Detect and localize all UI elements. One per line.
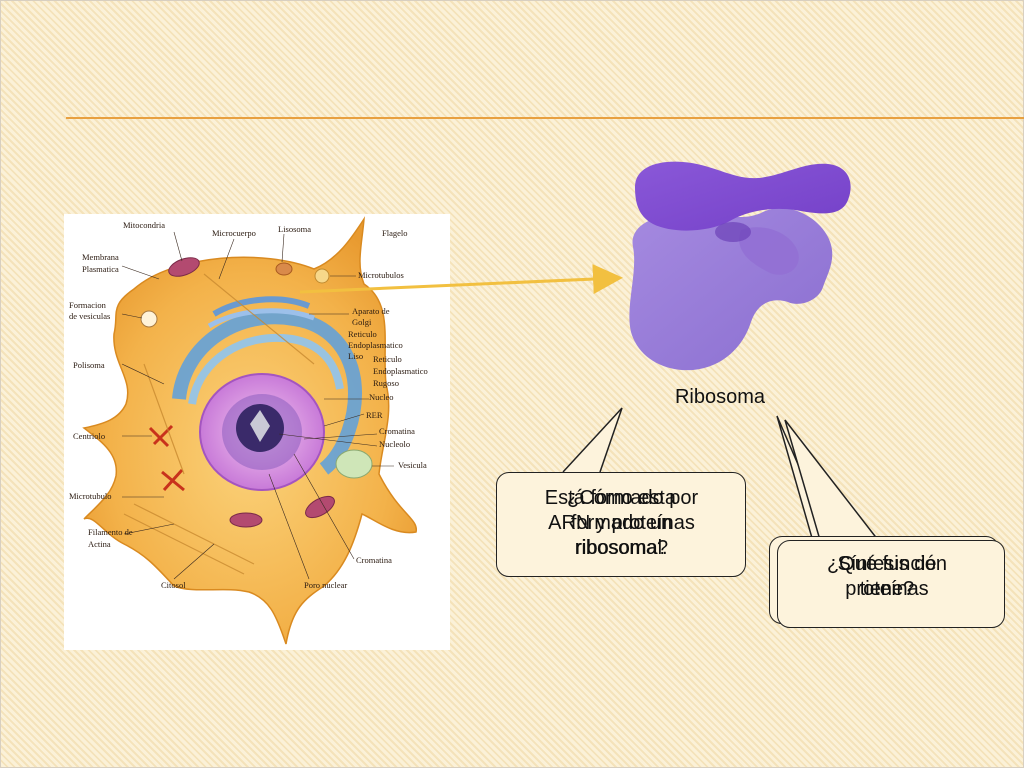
label-microtubulo: Microtubulo <box>69 491 112 501</box>
label-flagelo: Flagelo <box>382 228 408 238</box>
centriole <box>148 424 185 492</box>
label-nucleo: Nucleo <box>369 392 394 402</box>
label-filamento-de: Filamento de <box>88 527 133 537</box>
label-plasmatica: Plasmatica <box>82 264 119 274</box>
ribosome-caption: Ribosoma <box>674 386 766 408</box>
label-actina: Actina <box>88 539 111 549</box>
vesicle <box>335 449 373 479</box>
callout-composition: Está formado por ARN y proteínas ribosom… <box>496 472 747 578</box>
label-microcuerpo: Microcuerpo <box>212 228 256 238</box>
label-reticulo-2: Reticulo <box>373 354 402 364</box>
animal-cell-diagram: Mitocondria Microcuerpo Lisosoma Flagelo… <box>64 214 450 650</box>
rough-er <box>172 310 362 475</box>
label-reticulo-1: Reticulo <box>348 329 377 339</box>
label-vesicula: Vesicula <box>398 460 427 470</box>
label-polisoma: Polisoma <box>73 360 105 370</box>
label-golgi: Golgi <box>352 317 372 327</box>
title-underline <box>66 117 1024 119</box>
label-nucleolo: Nucleolo <box>379 439 410 449</box>
mitochondrion <box>168 257 200 277</box>
callout-box <box>496 472 746 577</box>
callout-answer-text: Síntesis de proteínas <box>837 553 937 600</box>
label-endoplasmatico-1: Endoplasmatico <box>348 340 403 350</box>
label-microtubulos: Microtubulos <box>358 270 404 280</box>
label-formacion: Formacion <box>69 300 107 310</box>
callout-box-front <box>777 540 1005 628</box>
cell-illustration: Mitocondria Microcuerpo Lisosoma Flagelo… <box>69 216 428 645</box>
callout-question-text: ¿Cómo esta formado un ribosoma? <box>567 487 676 559</box>
ribosome-illustration <box>623 152 858 384</box>
label-membrana: Membrana <box>82 252 119 262</box>
smooth-er <box>188 333 344 405</box>
label-rugoso: Rugoso <box>373 378 399 388</box>
label-endoplasmatico-2: Endoplasmatico <box>373 366 428 376</box>
label-de-vesiculas: de vesiculas <box>69 311 110 321</box>
label-aparato-de: Aparato de <box>352 306 390 316</box>
label-mitocondria: Mitocondria <box>123 220 165 230</box>
label-centriolo: Centriolo <box>73 431 105 441</box>
callout-answer-text: Está formado por ARN y proteínas ribosom… <box>544 487 699 559</box>
ribosome-small-subunit <box>635 161 851 231</box>
callout-question-text: ¿Qué función tiene? <box>826 553 948 600</box>
callout-function: Síntesis de proteínas ¿Qué función tiene… <box>769 536 1005 628</box>
label-cromatina-1: Cromatina <box>379 426 415 436</box>
label-citosol: Citosol <box>161 580 186 590</box>
label-rer: RER <box>366 410 383 420</box>
golgi-stack <box>212 296 311 317</box>
label-poro-nuclear: Poro nuclear <box>304 580 347 590</box>
label-cromatina-2: Cromatina <box>356 555 392 565</box>
label-liso: Liso <box>348 351 363 361</box>
label-lisosoma: Lisosoma <box>278 224 311 234</box>
